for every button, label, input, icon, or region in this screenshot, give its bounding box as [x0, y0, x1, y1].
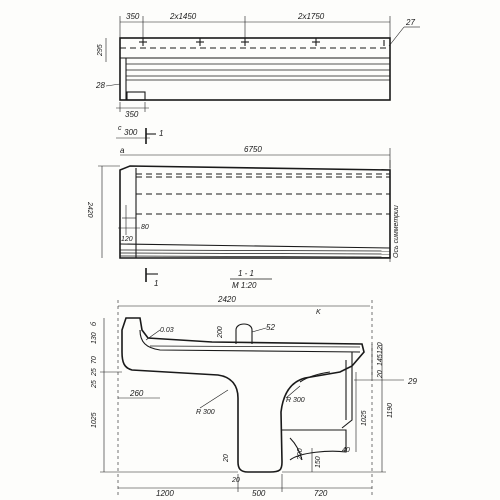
mid-section-number-bottom: 1: [154, 279, 158, 288]
mid-dim-c: с: [118, 125, 122, 132]
mid-flange-1: [119, 243, 391, 249]
sec-radius-right-leader: [285, 385, 301, 399]
mid-dim-300: 300: [124, 128, 138, 137]
sec-label-29: 29: [407, 377, 417, 386]
sec-dim-145: 145: [377, 354, 384, 366]
top-view: 350 2x1450 2x1750 295 28: [95, 12, 420, 119]
sec-left-stack: б 130 25 70 25: [90, 321, 98, 389]
top-dim-right: 2x1750: [297, 12, 325, 21]
sec-knob: [235, 323, 253, 344]
sec-dim-720: 720: [314, 489, 328, 498]
sec-dim-25a: 25: [91, 368, 98, 377]
sec-dim-260: 260: [129, 389, 144, 398]
sec-radius-right: R 300: [286, 397, 305, 404]
sec-fillet-right: [299, 371, 331, 383]
sec-dim-1200: 1200: [156, 489, 174, 498]
sec-mark-k: K: [316, 309, 321, 316]
top-leader-right: [388, 26, 405, 47]
sec-dim-20r: 20: [377, 370, 384, 379]
sec-dim-500: 500: [252, 489, 266, 498]
sec-radius-left-leader: [199, 389, 229, 409]
top-label-right: 27: [405, 18, 415, 27]
sec-dim-b: б: [90, 321, 98, 326]
mid-dim-a: a: [120, 146, 125, 155]
sec-dim-1025-left: 1025: [91, 412, 98, 428]
top-foot: [126, 91, 146, 101]
sec-dim-70: 70: [91, 356, 98, 364]
sec-dim-150: 150: [315, 456, 322, 468]
top-dim-bottom: 350: [125, 110, 139, 119]
sec-dim-130: 130: [91, 332, 98, 344]
sec-dim-1190: 1190: [387, 403, 394, 418]
sec-radius-left: R 300: [196, 409, 215, 416]
mid-flange-4: [119, 255, 391, 258]
mid-dim-length: 6750: [244, 145, 262, 154]
middle-view: 300 с a 1 6750 2420 80 120 Ось симметри: [86, 125, 400, 290]
sec-dim-20-a: 20: [223, 454, 230, 463]
mid-flange-3: [119, 252, 391, 255]
mid-section-number-top: 1: [159, 129, 163, 138]
sec-leader-52: [251, 327, 267, 333]
top-label-left: 28: [95, 81, 105, 90]
mid-dim-120: 120: [121, 236, 133, 243]
mid-axis-note: Ось симметрии: [393, 205, 400, 258]
sec-dim-width: 2420: [217, 295, 236, 304]
sec-dim-200-top: 200: [217, 326, 224, 339]
sec-right-rib: [282, 429, 347, 461]
top-body: [119, 37, 391, 101]
top-dim-height: 295: [97, 44, 104, 57]
sec-slope: 0.03: [160, 327, 174, 334]
sec-dim-200-bottom: 200: [297, 448, 304, 461]
top-dim-left: 350: [126, 12, 140, 21]
sec-dim-25b: 25: [91, 380, 98, 389]
sec-dim-20-b: 20: [231, 477, 240, 484]
sec-outline: [121, 317, 365, 473]
sec-right-web: [341, 352, 353, 429]
top-insert-marks: [139, 38, 385, 46]
sec-dim-40: 40: [342, 447, 350, 454]
sec-label-52: 52: [266, 323, 275, 332]
mid-dim-height: 2420: [86, 201, 93, 218]
sec-dim-1025-right: 1025: [361, 410, 368, 426]
cross-section: 2420 K 52 200 0.03 б 130 25 70 25: [90, 295, 417, 498]
sec-right-stack: 120 145 20: [377, 342, 384, 379]
mid-dim-80: 80: [141, 224, 149, 231]
top-dim-mid: 2x1450: [169, 12, 197, 21]
sec-rib-curve: [289, 437, 303, 461]
section-title: 1 - 1: [238, 269, 254, 278]
mid-flange-2: [119, 249, 391, 252]
sec-slab-line: [139, 329, 361, 353]
sec-slope-arrow: [145, 329, 161, 341]
top-leader-left: [105, 83, 121, 87]
section-scale: M 1:20: [232, 281, 257, 290]
sec-slab-line-2: [149, 345, 361, 348]
sec-dim-120r: 120: [377, 342, 384, 354]
